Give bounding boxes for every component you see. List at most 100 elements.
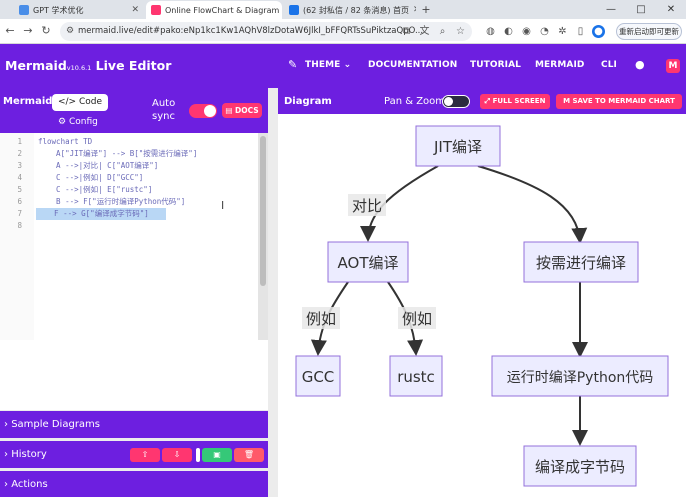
delete-history-icon[interactable]: 🗑	[234, 448, 264, 462]
side-panel-icon[interactable]: ▯	[577, 26, 584, 37]
brand-name: Mermaid	[5, 58, 67, 73]
diagram-canvas[interactable]: 对比 例如 例如 JIT编译 AOT编译 按需进行编译 GCC rustc 运行…	[278, 114, 686, 497]
version: v10.6.1	[66, 64, 92, 72]
code-line-selected[interactable]: F --> G["编译成字节码"]	[36, 208, 166, 220]
line-number: 6	[17, 197, 22, 206]
extension-icon-1[interactable]: ◍	[486, 26, 495, 37]
save-label: SAVE TO MERMAID CHART	[572, 97, 675, 105]
nav-mermaid[interactable]: MERMAID	[535, 60, 585, 70]
code-line[interactable]: A -->|对比| C["AOT编译"]	[38, 161, 159, 170]
upload-history-icon[interactable]: ⇧	[130, 448, 160, 462]
edge-label-example-2: 例如	[402, 310, 432, 328]
node-e[interactable]	[389, 355, 443, 397]
edge-label-compare: 对比	[352, 197, 382, 215]
full-screen-button[interactable]: ⤢ FULL SCREEN	[480, 94, 550, 109]
forward-icon[interactable]: →	[23, 24, 33, 37]
translate-icon[interactable]: 文	[419, 26, 430, 37]
github-icon[interactable]: ●	[635, 58, 645, 71]
tab-title: GPT 学术优化	[33, 5, 84, 15]
code-line[interactable]: B --> F["运行时编译Python代码"]	[38, 197, 186, 206]
auto-sync-label: Auto sync	[152, 98, 176, 122]
close-window-icon[interactable]: ✕	[666, 4, 676, 15]
tab-config[interactable]: ⚙ Config	[58, 117, 98, 127]
tab-code[interactable]: </> Code	[52, 94, 108, 111]
node-a-label: JIT编译	[433, 138, 482, 156]
theme-brush-icon[interactable]: ✎	[288, 58, 298, 71]
scrollbar-thumb[interactable]	[260, 136, 266, 286]
text-cursor-icon: I	[221, 199, 225, 212]
line-number: 8	[17, 221, 22, 230]
node-f[interactable]	[491, 355, 669, 397]
edge-label-example-1: 例如	[306, 310, 336, 328]
code-editor[interactable]: 1 2 3 4 5 6 7 8 flowchart TD A["JIT编译"] …	[0, 133, 268, 340]
close-tab-icon[interactable]: ✕	[413, 5, 416, 15]
app-header: Mermaidv10.6.1 Live Editor ✎ THEME ⌄ DOC…	[0, 44, 686, 88]
section-label: Sample Diagrams	[11, 419, 101, 430]
zoom-icon[interactable]: ⌕	[439, 26, 446, 37]
nav-documentation[interactable]: DOCUMENTATION	[368, 60, 458, 70]
browser-tab-gpt[interactable]: GPT 学术优化 ✕	[14, 1, 144, 19]
maximize-icon[interactable]: □	[636, 4, 646, 15]
bookmark-star-icon[interactable]: ☆	[456, 26, 465, 37]
auto-sync-toggle[interactable]	[189, 104, 217, 118]
browser-tab-zhihu[interactable]: (62 封私信 / 82 条消息) 首页 ✕	[284, 1, 416, 19]
minimize-icon[interactable]: —	[606, 4, 616, 15]
edge-label-bg	[348, 194, 386, 216]
download-history-icon[interactable]: ⇩	[162, 448, 192, 462]
nav-tutorial[interactable]: TUTORIAL	[470, 60, 522, 70]
extensions-puzzle-icon[interactable]: ✲	[558, 26, 567, 37]
browser-tab-mermaid[interactable]: Online FlowChart & Diagram ✕	[146, 1, 282, 19]
full-screen-label: FULL SCREEN	[492, 97, 546, 105]
pan-zoom-toggle[interactable]	[442, 95, 470, 108]
nav-theme[interactable]: THEME ⌄	[305, 60, 351, 70]
node-b-label: 按需进行编译	[536, 254, 626, 272]
address-toolbar: ← → ↻ mermaid.live/edit#pako:eNp1kc1Kw1A…	[0, 19, 686, 44]
profile-avatar[interactable]: ●	[592, 25, 605, 38]
line-number: 7	[17, 209, 22, 218]
editor-scrollbar[interactable]	[258, 133, 268, 340]
close-tab-icon[interactable]: ✕	[131, 5, 139, 15]
code-line[interactable]: flowchart TD	[38, 137, 93, 146]
install-app-icon[interactable]: ⧉	[402, 26, 411, 37]
section-label: Actions	[11, 479, 48, 490]
sample-diagrams-section[interactable]: › Sample Diagrams	[0, 411, 268, 438]
node-b[interactable]	[523, 241, 639, 283]
brand-product: Live Editor	[95, 58, 172, 73]
mermaid-logo-icon[interactable]: M	[666, 59, 680, 73]
extension-icon-4[interactable]: ◔	[540, 26, 549, 37]
node-c-label: AOT编译	[338, 254, 399, 272]
code-line[interactable]: A["JIT编译"] --> B["按需进行编译"]	[38, 149, 198, 158]
flowchart-svg: 对比 例如 例如 JIT编译 AOT编译 按需进行编译 GCC rustc 运行…	[295, 125, 669, 487]
mermaid-favicon-icon	[151, 5, 161, 15]
book-icon: ▤	[225, 106, 233, 115]
node-a[interactable]	[415, 125, 501, 167]
save-to-mermaid-chart-button[interactable]: M SAVE TO MERMAID CHART	[556, 94, 682, 109]
node-d[interactable]	[295, 355, 341, 397]
brand[interactable]: Mermaidv10.6.1 Live Editor	[5, 58, 171, 73]
gpt-favicon-icon	[19, 5, 29, 15]
actions-section[interactable]: › Actions	[0, 471, 268, 497]
back-icon[interactable]: ←	[5, 24, 15, 37]
line-number: 4	[17, 173, 22, 182]
docs-button[interactable]: ▤ DOCS	[222, 103, 262, 118]
node-c[interactable]	[327, 241, 409, 283]
browser-update-button[interactable]: 重新启动即可更新	[616, 23, 682, 40]
save-history-icon[interactable]: ▣	[202, 448, 232, 462]
nav-cli[interactable]: CLI	[601, 60, 617, 70]
docs-label: DOCS	[235, 106, 259, 115]
node-g[interactable]	[523, 445, 637, 487]
new-tab-plus-icon[interactable]: +	[421, 3, 431, 16]
line-number-gutter	[0, 133, 34, 340]
url-input[interactable]: mermaid.live/edit#pako:eNp1kc1Kw1AQhV8lz…	[60, 22, 472, 41]
chevron-right-icon: ›	[4, 449, 8, 460]
extension-icon-3[interactable]: ◉	[522, 26, 531, 37]
extension-icon-2[interactable]: ◐	[504, 26, 513, 37]
line-number: 5	[17, 185, 22, 194]
code-line[interactable]: C -->|例如| D["GCC"]	[38, 173, 144, 182]
code-line[interactable]: C -->|例如| E["rustc"]	[38, 185, 153, 194]
pan-zoom-label: Pan & Zoom	[384, 96, 446, 107]
edge-label-bg	[302, 307, 340, 329]
site-info-icon[interactable]: ⚙	[66, 26, 75, 36]
reload-icon[interactable]: ↻	[41, 24, 51, 37]
history-section[interactable]: › History ⇧ ⇩ ▣ 🗑	[0, 441, 268, 468]
